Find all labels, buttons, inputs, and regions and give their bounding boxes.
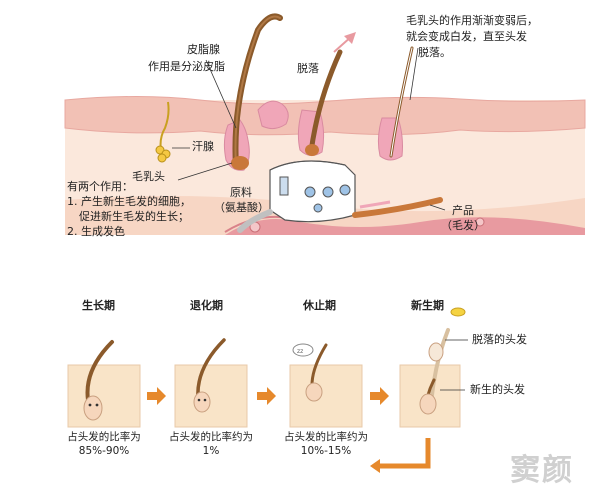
ratio-anagen-line2: 85%-90% — [78, 445, 130, 457]
leader-papilla — [177, 162, 233, 181]
stage-title-telogen: 休止期 — [303, 299, 336, 312]
leader-sebaceous — [205, 59, 237, 129]
epidermis-layer — [64, 96, 586, 136]
label-dermal-papilla: 毛乳头 — [132, 170, 165, 183]
arrow-right-icon — [370, 387, 389, 405]
ratio-telogen-line2: 10%-15% — [300, 445, 352, 457]
stage-panel-catagen — [174, 364, 248, 428]
watermark-logo: 窦颜 — [510, 453, 574, 488]
shed-hair-icon — [430, 328, 450, 397]
ratio-telogen-line1: 占头发的比率约为 — [284, 431, 368, 443]
bulb-telogen — [305, 382, 323, 402]
product-hair — [352, 197, 443, 218]
stage-panel-telogen — [289, 364, 363, 428]
ratio-anagen-line1: 占头发的比率为 — [67, 431, 141, 443]
leader-papilla-note — [409, 47, 419, 101]
label-product: 产品 — [452, 204, 474, 217]
floating-cap-icon — [450, 307, 466, 317]
factory-icon — [269, 160, 356, 223]
hair-highlight — [234, 15, 281, 167]
label-sebaceous-gland: 皮脂腺 — [187, 43, 220, 56]
label-papilla-note-1: 毛乳头的作用渐渐变弱后， — [406, 14, 538, 27]
hair-white-streak — [390, 47, 413, 157]
label-product-detail: （毛发） — [441, 219, 485, 232]
label-papilla-note-3: 脱落。 — [418, 46, 451, 59]
hair-catagen — [308, 49, 343, 155]
stage-title-catagen: 退化期 — [190, 299, 223, 312]
label-functions-title: 有两个作用： — [67, 180, 133, 193]
ratio-catagen-line1: 占头发的比率约为 — [169, 431, 253, 443]
dermal-papilla-1 — [231, 156, 249, 170]
stage-title-anagen: 生长期 — [82, 299, 115, 312]
stage-title-new: 新生期 — [411, 299, 444, 312]
dermal-papilla-2 — [305, 144, 319, 156]
raw-material-pipe — [237, 209, 273, 233]
label-shedding: 脱落 — [297, 62, 319, 75]
shedding-arrow-head — [344, 32, 356, 44]
arrow-right-icon — [147, 387, 166, 405]
label-shed-hair: 脱落的头发 — [472, 333, 527, 346]
svg-text:zz: zz — [297, 348, 303, 355]
stage-panel-anagen — [67, 364, 141, 428]
sleep-bubble-icon — [292, 343, 314, 357]
hair-catagen-small — [196, 338, 226, 400]
label-raw-material: 原料 — [230, 186, 252, 199]
elbow-arrow-icon — [378, 438, 431, 469]
label-new-hair: 新生的头发 — [470, 383, 525, 396]
label-function-1b: 促进新生毛发的生长； — [79, 210, 189, 223]
label-sebaceous-function: 作用是分泌皮脂 — [148, 60, 225, 73]
label-function-2: 2. 生成发色 — [67, 225, 125, 238]
new-bulb — [419, 393, 437, 415]
sebaceous-gland — [257, 100, 289, 130]
shed-bulb — [428, 342, 444, 362]
product-conveyor — [359, 200, 391, 209]
skin-cross-section — [64, 13, 586, 235]
hair-cycle: zz — [67, 307, 468, 473]
ratio-catagen-line2: 1% — [202, 445, 220, 457]
bulb-catagen — [193, 391, 211, 413]
vessel-cell — [475, 217, 485, 227]
bulb-anagen — [83, 395, 103, 421]
label-function-1a: 1. 产生新生毛发的细胞， — [67, 195, 191, 208]
hair-anagen — [85, 340, 114, 402]
label-sweat-gland: 汗腺 — [192, 140, 214, 153]
leader-product — [429, 204, 446, 211]
blood-vessel — [225, 217, 585, 235]
label-raw-material-detail: （氨基酸） — [214, 201, 269, 214]
elbow-arrow-head — [370, 459, 380, 473]
label-papilla-note-2: 就会变成白发，直至头发 — [406, 30, 527, 43]
sweat-gland-coil — [157, 153, 167, 163]
arrow-right-icon — [257, 387, 276, 405]
hair-telogen — [310, 343, 328, 387]
